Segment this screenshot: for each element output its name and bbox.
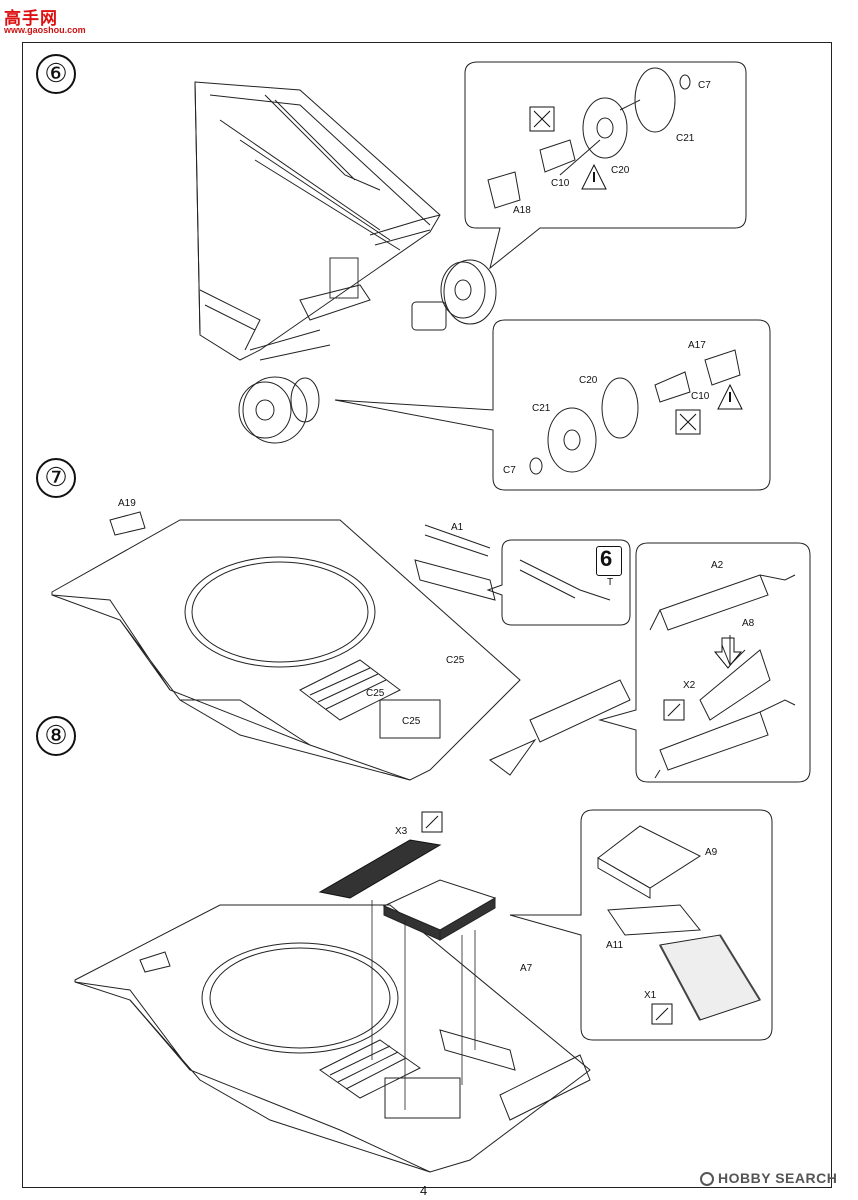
step8-screen-cover: [382, 879, 497, 941]
decal-brush-icon: [421, 811, 443, 833]
label-a19: A19: [118, 498, 136, 509]
label-c7-top: C7: [698, 80, 711, 91]
label-a2: A2: [711, 560, 724, 571]
label-x1: X1: [644, 990, 657, 1001]
label-a18: A18: [513, 205, 531, 216]
badge-number: 6: [600, 546, 613, 571]
badge-letter: T: [607, 577, 614, 588]
label-c20-top: C20: [611, 165, 630, 176]
warning-icon: [717, 383, 743, 410]
no-glue-icon: [529, 106, 555, 132]
watermark-logo: 高手网 www.gaoshou.com: [4, 4, 86, 38]
step7-exhaust-callout: [598, 542, 811, 783]
step-7-marker: ⑦: [36, 458, 76, 498]
label-c7-bottom: C7: [503, 465, 516, 476]
label-c20-bottom: C20: [579, 375, 598, 386]
watermark-url: www.gaoshou.com: [4, 25, 86, 35]
label-c21-bottom: C21: [532, 403, 551, 414]
hobby-search-brand: HOBBY SEARCH: [700, 1170, 837, 1186]
label-a8: A8: [742, 618, 755, 629]
step-6-marker: ⑥: [36, 54, 76, 94]
label-c25-a: C25: [446, 655, 465, 666]
step8-hull-drawing: [74, 904, 591, 1173]
label-c10-top: C10: [551, 178, 570, 189]
watermark-name: 高手网: [4, 9, 58, 28]
step6-top-parts: [487, 67, 691, 209]
step6-chassis-drawing: [194, 81, 441, 361]
step-8-marker: ⑧: [36, 716, 76, 756]
step8-callout: [509, 809, 773, 1041]
label-c25-c: C25: [402, 716, 421, 727]
decal-brush-icon: [651, 1003, 673, 1025]
label-c10-bottom: C10: [691, 391, 710, 402]
no-glue-icon: [675, 409, 701, 435]
step6-bottom-callout: [334, 319, 771, 491]
step7-hull-drawing: [51, 511, 631, 781]
step7-track-callout: [486, 539, 631, 626]
brand-logo-icon: [700, 1172, 714, 1186]
label-a11: A11: [606, 940, 624, 951]
label-a17: A17: [688, 340, 706, 351]
decal-brush-icon: [663, 699, 685, 721]
label-x3: X3: [395, 826, 408, 837]
label-c25-b: C25: [366, 688, 385, 699]
step6-top-callout: [464, 61, 747, 270]
label-a9: A9: [705, 847, 718, 858]
down-arrow-icon: [713, 637, 743, 669]
reference-step-badge: 6: [596, 546, 622, 576]
brand-text: HOBBY SEARCH: [718, 1170, 838, 1186]
step6-bottom-parts: [529, 349, 741, 475]
step8-x3-mesh: [318, 839, 442, 899]
label-x2: X2: [683, 680, 696, 691]
label-a1: A1: [451, 522, 464, 533]
step7-exhaust-parts: [649, 574, 796, 779]
step6-wheel-assembly: [238, 259, 497, 444]
label-a7: A7: [520, 963, 533, 974]
warning-icon: [581, 163, 607, 190]
step8-callout-parts: [597, 825, 761, 1021]
page-frame: [22, 42, 832, 1188]
page-number: 4: [420, 1183, 428, 1198]
label-c21-top: C21: [676, 133, 695, 144]
